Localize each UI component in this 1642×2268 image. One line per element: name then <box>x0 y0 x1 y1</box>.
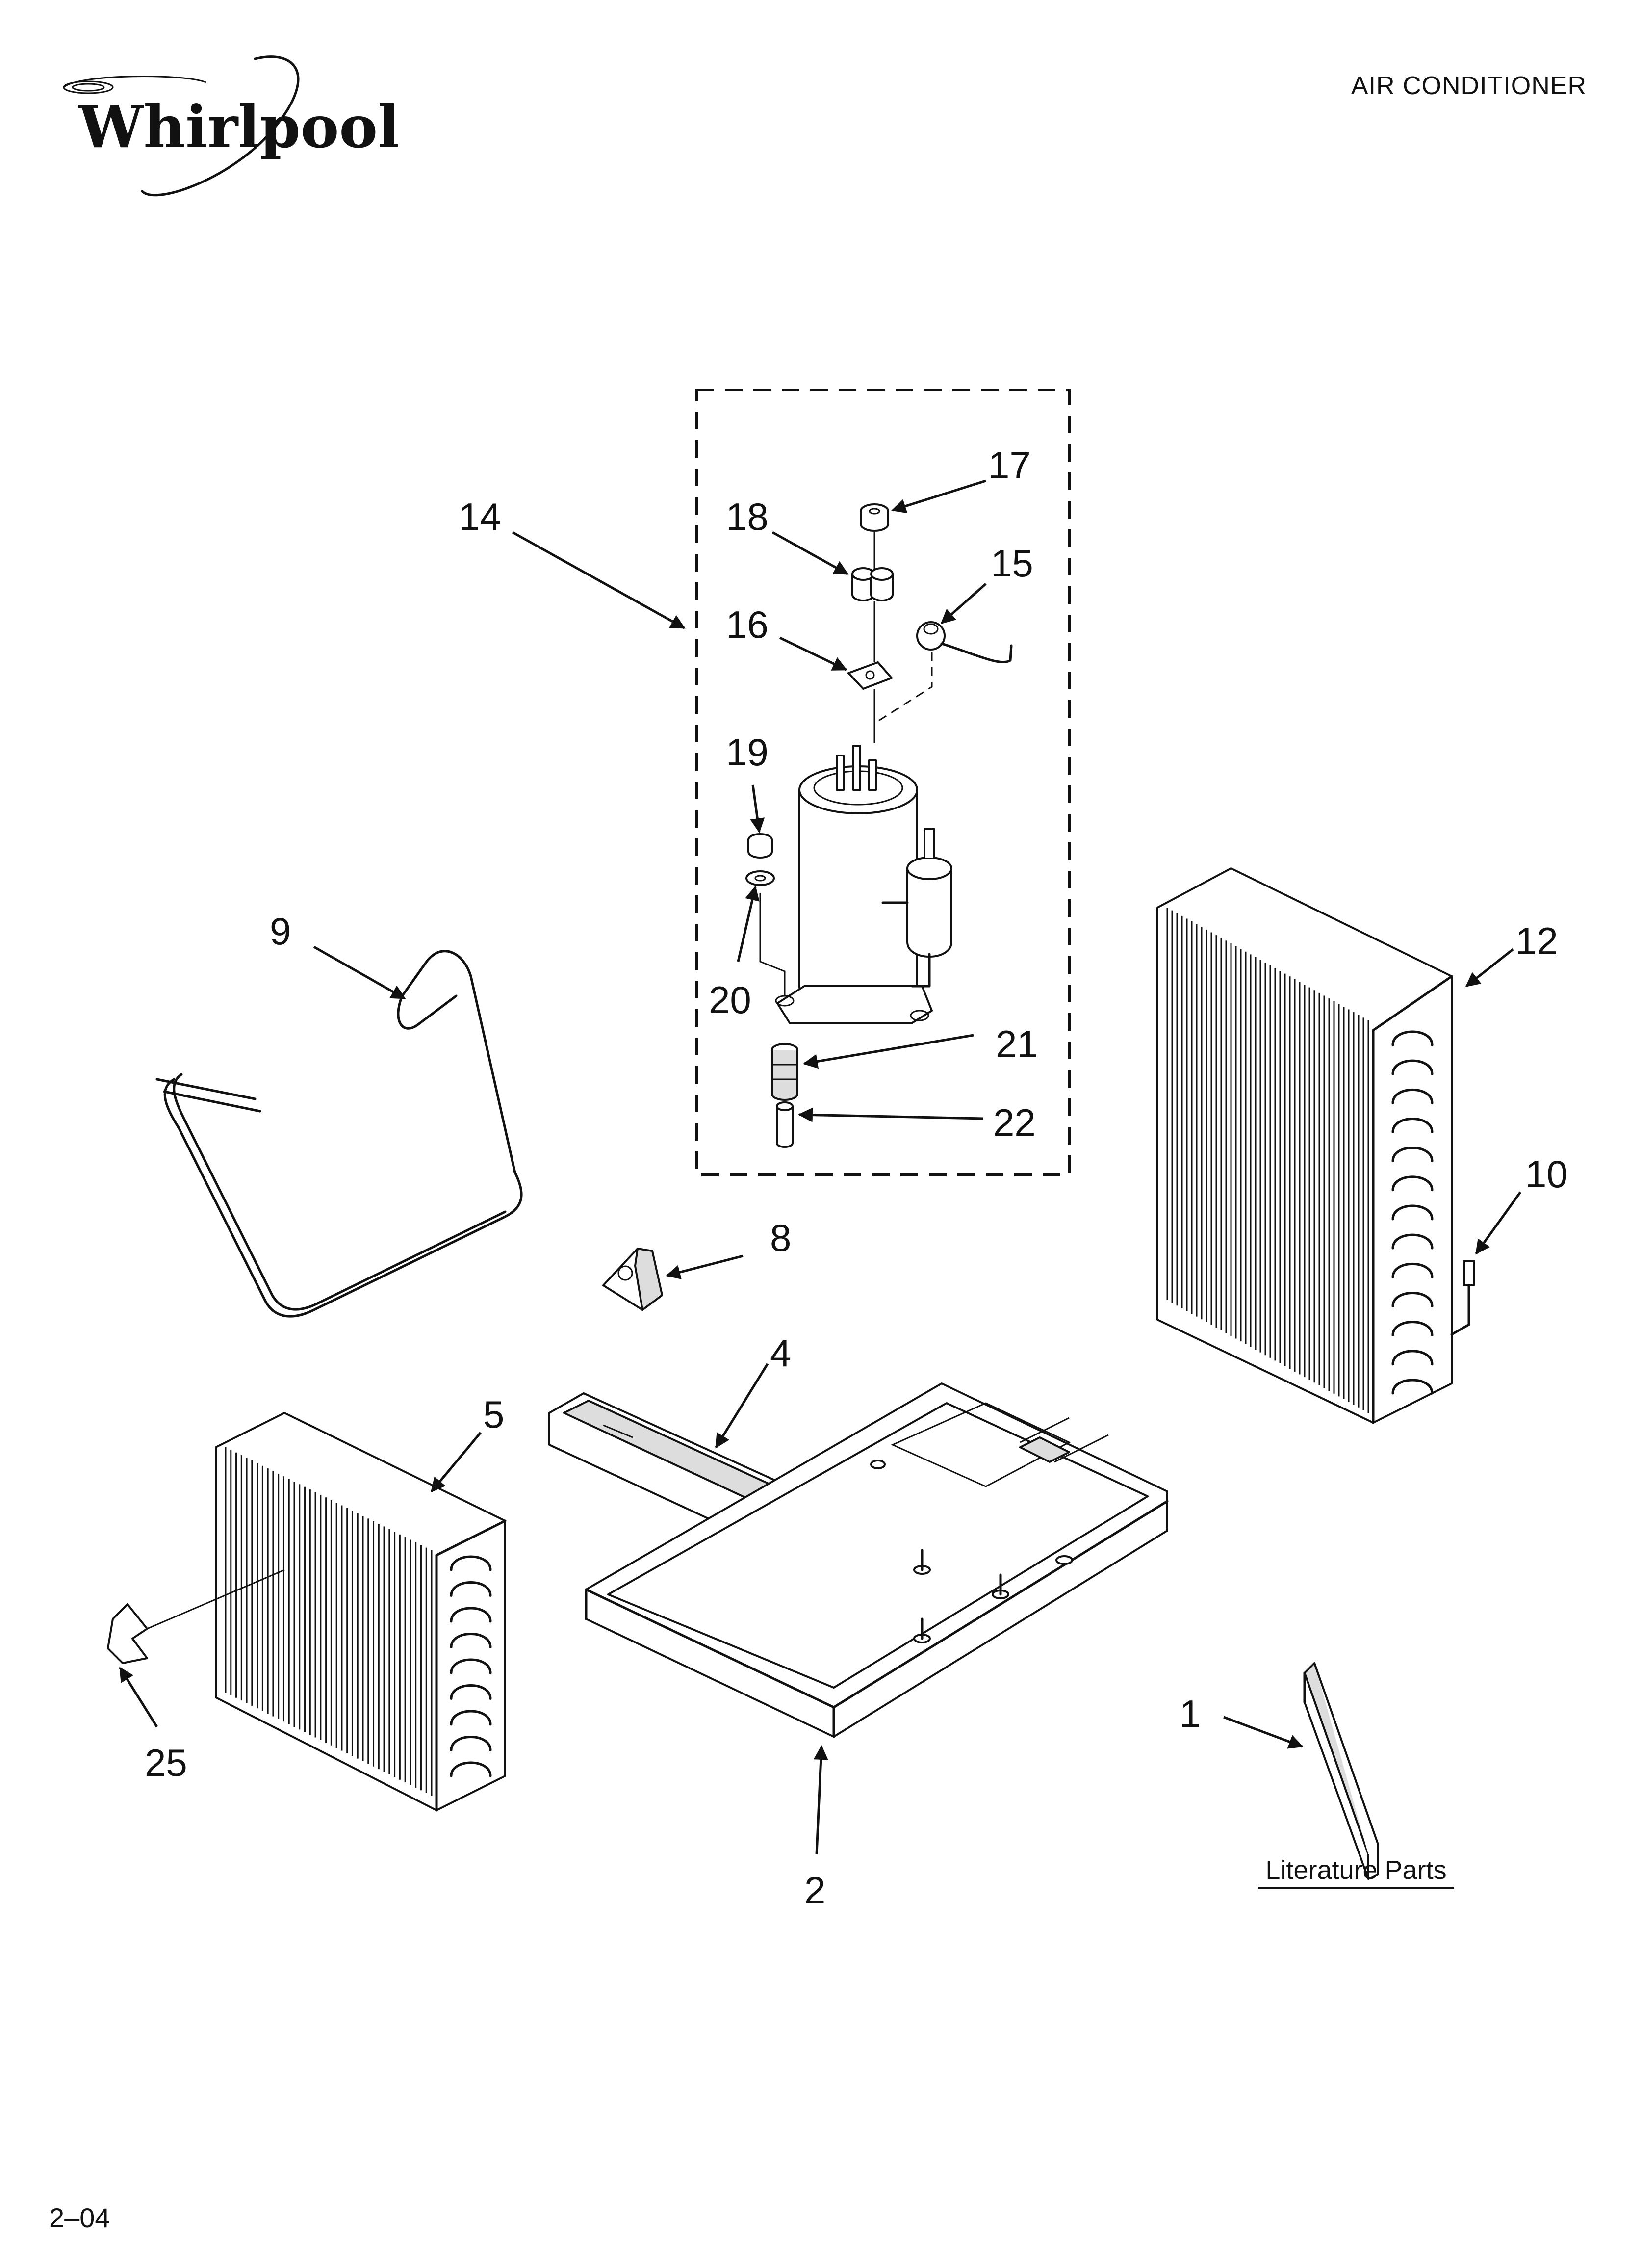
coil-tube-bend <box>1391 1118 1434 1133</box>
coil-tube-bend <box>450 1607 492 1623</box>
part-8-bracket <box>602 1248 663 1311</box>
part-16-bracket <box>847 661 893 690</box>
coil-tube-bend <box>450 1581 492 1597</box>
part-9-wire-loop <box>155 950 523 1318</box>
leader-lines <box>119 479 1522 1855</box>
callout-8: 8 <box>770 1216 791 1259</box>
callout-5: 5 <box>483 1393 504 1436</box>
page-code: 2–04 <box>49 2202 110 2233</box>
callout-2: 2 <box>804 1869 825 1912</box>
logo-text: Whirlpool <box>77 93 400 161</box>
coil-tube-bend <box>450 1710 492 1726</box>
part-2-base-pan <box>585 1382 1169 1738</box>
part-25-clip <box>107 1603 148 1664</box>
coil-tube-bend <box>450 1658 492 1674</box>
callout-18: 18 <box>726 495 769 538</box>
literature-label-group: Literature Parts <box>1258 1855 1454 1889</box>
part-1-literature <box>1303 1662 1379 1880</box>
coil-tube-bend <box>1391 1233 1434 1250</box>
coil-tube-bend <box>1391 1379 1434 1395</box>
callout-22: 22 <box>993 1101 1036 1144</box>
coil-tube-bend <box>1391 1030 1434 1046</box>
coil-tube-bend <box>450 1684 492 1700</box>
whirlpool-logo: Whirlpool <box>63 55 400 197</box>
callout-15: 15 <box>991 542 1033 585</box>
callout-16: 16 <box>726 603 769 646</box>
callout-12: 12 <box>1515 919 1558 963</box>
part-18-grommet <box>851 567 894 601</box>
coil-tube-bend <box>450 1633 492 1648</box>
coil-tube-bend <box>450 1761 492 1777</box>
callout-4: 4 <box>770 1331 791 1375</box>
part-22-sleeve <box>776 1101 794 1148</box>
callout-25: 25 <box>145 1741 187 1784</box>
coil-tube-bend <box>1391 1088 1434 1104</box>
coil-tube-bend <box>1391 1059 1434 1075</box>
callout-9: 9 <box>270 910 291 953</box>
compressor-assembly-boundary <box>695 389 1071 1176</box>
evaporator-tubes <box>450 1555 492 1777</box>
part-21-mount <box>771 1043 798 1101</box>
part-15-overload <box>916 621 1013 664</box>
condenser-fins <box>1166 908 1369 1413</box>
coil-tube-bend <box>1391 1321 1434 1337</box>
part-12-condenser-coil <box>1156 867 1475 1424</box>
coil-tube-bend <box>450 1736 492 1751</box>
part-10-sensor <box>1450 1260 1475 1336</box>
coil-tube-bend <box>450 1555 492 1571</box>
coil-tube-bend <box>1391 1204 1434 1221</box>
evaporator-fins <box>225 1447 433 1796</box>
condenser-tubes <box>1391 1030 1434 1395</box>
callout-1: 1 <box>1180 1692 1201 1735</box>
callout-21: 21 <box>996 1022 1038 1066</box>
part-17-nut <box>860 503 889 532</box>
coil-tube-bend <box>1391 1175 1434 1192</box>
coil-tube-bend <box>1391 1292 1434 1307</box>
part-19-nut <box>747 833 773 859</box>
callout-14: 14 <box>459 495 501 538</box>
coil-tube-bend <box>1391 1147 1434 1163</box>
page-title: AIR CONDITIONER <box>1351 72 1587 100</box>
part-5-evaporator-coil <box>215 1412 507 1812</box>
callout-20: 20 <box>709 978 751 1021</box>
callout-17: 17 <box>988 443 1031 487</box>
callout-19: 19 <box>726 730 769 774</box>
literature-label: Literature Parts <box>1265 1855 1446 1885</box>
callout-10: 10 <box>1525 1152 1568 1196</box>
callout-numbers: 14 17 18 15 16 19 20 21 22 9 12 10 8 4 5… <box>145 443 1568 1912</box>
base-pan-studs <box>870 1460 1073 1643</box>
part-14-compressor <box>775 745 952 1024</box>
coil-tube-bend <box>1391 1262 1434 1278</box>
part-20-washer <box>745 870 775 886</box>
coil-tube-bend <box>1391 1350 1434 1366</box>
